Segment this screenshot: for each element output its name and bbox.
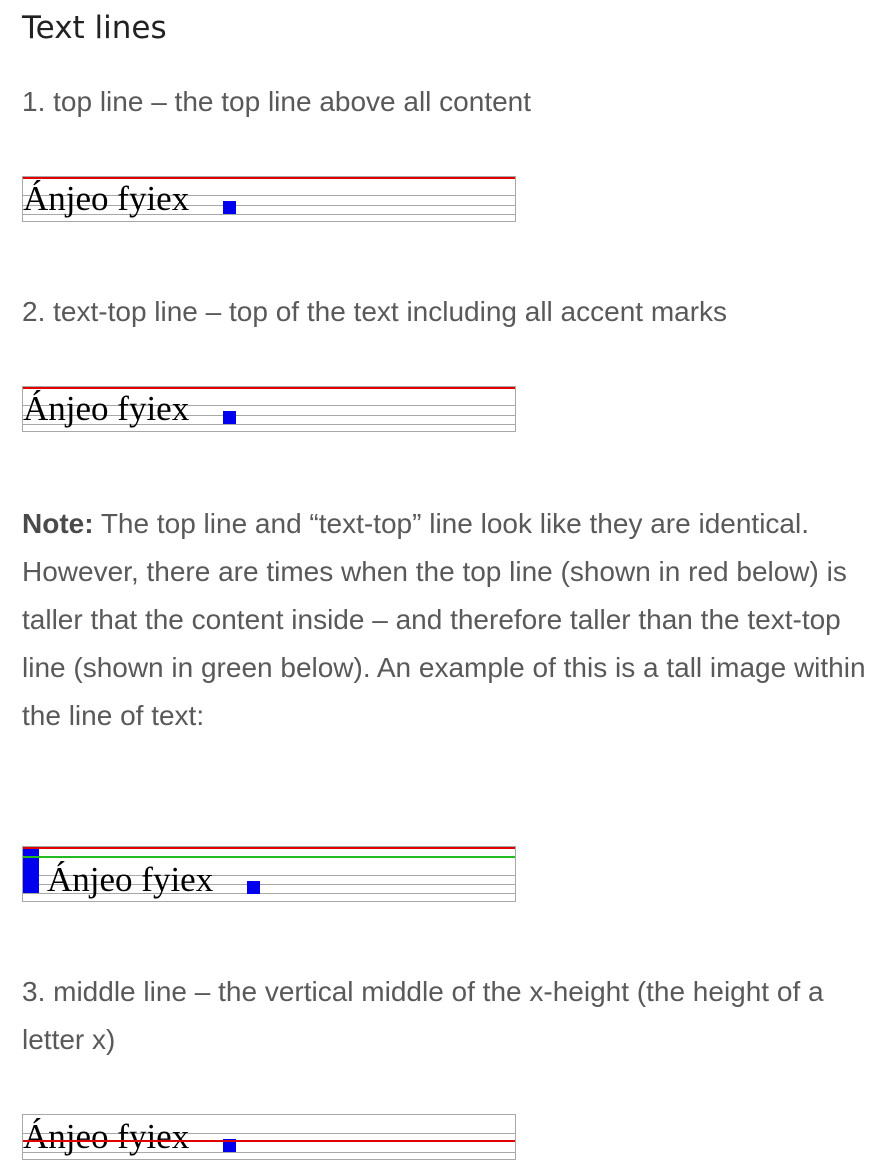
- inline-square: [247, 881, 260, 894]
- sample-text: Ánjeo fyiex: [23, 179, 190, 218]
- demo-tall-image: Ánjeo fyiex: [22, 846, 516, 902]
- guide-line: [23, 405, 515, 406]
- item-middle-line: 3. middle line – the vertical middle of …: [22, 976, 824, 1055]
- guide-line: [23, 214, 515, 215]
- guide-line: [23, 893, 515, 894]
- inline-square: [223, 1139, 236, 1152]
- note-label: Note:: [22, 508, 94, 539]
- guide-line: [23, 1133, 515, 1134]
- demo-text-top-line: Ánjeo fyiex: [22, 386, 516, 432]
- guide-line: [23, 884, 515, 885]
- item-text-top-line: 2. text-top line – top of the text inclu…: [22, 296, 728, 327]
- top-line-marker: [23, 177, 515, 179]
- guide-line: [23, 195, 515, 196]
- guide-line: [23, 424, 515, 425]
- guide-line: [23, 415, 515, 416]
- top-line-marker: [23, 847, 515, 849]
- note-text: The top line and “text-top” line look li…: [22, 508, 866, 731]
- tall-inline-image: [23, 847, 39, 893]
- inline-square: [223, 201, 236, 214]
- middle-line-marker: [23, 1140, 515, 1142]
- guide-line: [23, 205, 515, 206]
- demo-top-line: Ánjeo fyiex: [22, 176, 516, 222]
- sample-text: Ánjeo fyiex: [23, 1117, 190, 1156]
- sample-text: Ánjeo fyiex: [47, 860, 214, 899]
- item-top-line: 1. top line – the top line above all con…: [22, 86, 532, 117]
- text-top-line-marker: [23, 856, 515, 858]
- guide-line: [23, 875, 515, 876]
- demo-middle-line: Ánjeo fyiex: [22, 1114, 516, 1160]
- sample-text: Ánjeo fyiex: [23, 389, 190, 428]
- inline-square: [223, 411, 236, 424]
- guide-line: [23, 1152, 515, 1153]
- text-top-line-marker: [23, 387, 515, 389]
- note-paragraph: Note: The top line and “text-top” line l…: [22, 500, 882, 740]
- section-title: Text lines: [22, 10, 167, 46]
